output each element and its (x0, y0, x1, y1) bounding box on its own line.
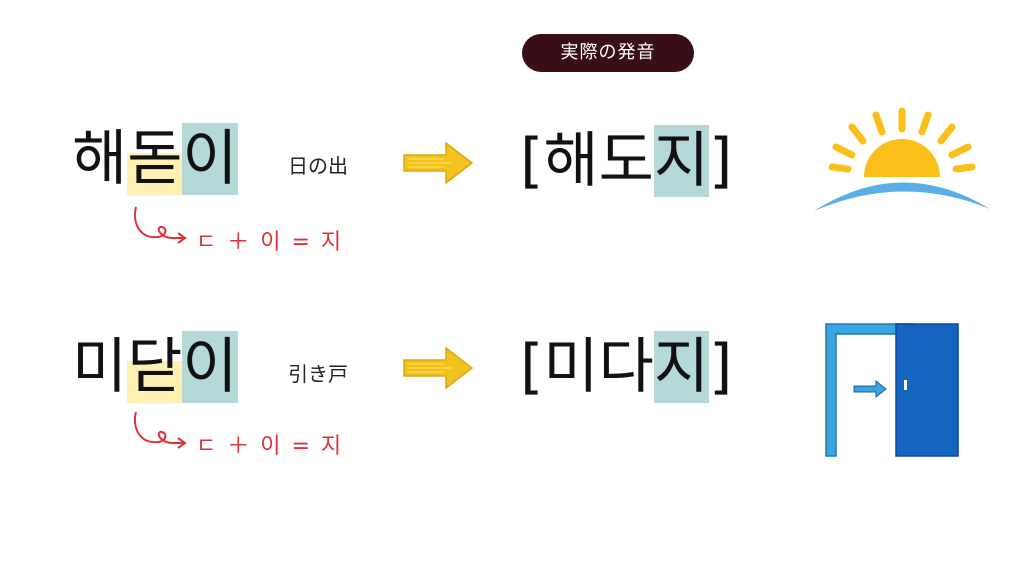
pron-2-open-bracket: [ (520, 332, 544, 402)
word-2-syllable-2: 닫 (127, 331, 183, 403)
word-1-syllable-2: 돋 (127, 123, 183, 195)
word-1-meaning: 日の出 (288, 154, 348, 178)
curved-arrow-icon (134, 206, 187, 244)
pronunciation-1: [해도지] (520, 125, 732, 197)
korean-word-2: 미닫이 (72, 331, 238, 403)
pron-2-syllable-3: 지 (653, 331, 710, 403)
pron-2-close-bracket: ] (709, 332, 733, 402)
pronunciation-rule-1: ㄷ ＋ 이 = 지 (196, 230, 344, 255)
sunrise-icon (814, 107, 990, 211)
pron-1-open-bracket: [ (520, 126, 544, 196)
pronunciation-2: [미다지] (520, 331, 732, 403)
pronunciation-rule-2: ㄷ ＋ 이 = 지 (196, 434, 344, 459)
pron-1-close-bracket: ] (709, 126, 733, 196)
word-2-meaning: 引き戸 (288, 362, 348, 386)
pron-1-syllable-2: 도 (598, 126, 654, 196)
word-2-syllable-3: 이 (182, 331, 238, 403)
arrow-right-icon (403, 346, 474, 390)
korean-word-1: 해돋이 (72, 123, 238, 195)
pron-1-syllable-1: 해 (543, 126, 599, 196)
actual-pronunciation-badge: 実際の発音 (522, 34, 694, 72)
pron-2-syllable-2: 다 (598, 332, 654, 402)
arrow-right-icon (403, 141, 474, 185)
word-1-syllable-1: 해 (72, 124, 128, 194)
pron-1-syllable-3: 지 (653, 125, 710, 197)
curved-arrow-icon (134, 411, 187, 449)
word-1-syllable-3: 이 (182, 123, 238, 195)
sliding-door-icon (825, 323, 959, 457)
pron-2-syllable-1: 미 (543, 332, 599, 402)
word-2-syllable-1: 미 (72, 332, 128, 402)
